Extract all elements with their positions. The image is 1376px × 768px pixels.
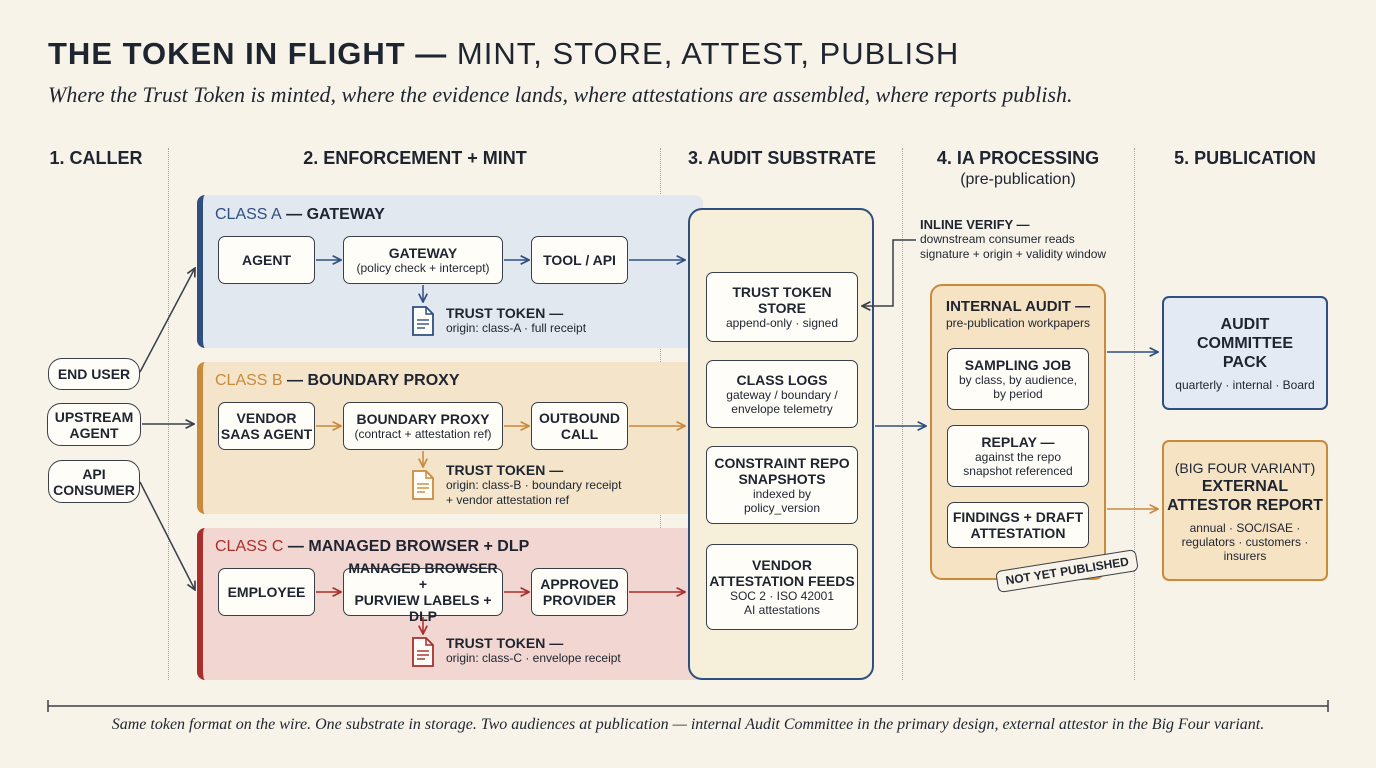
caller-upstream-agent: UPSTREAM AGENT [47, 403, 141, 446]
external-attestor-report-box: (BIG FOUR VARIANT) EXTERNAL ATTESTOR REP… [1162, 440, 1328, 581]
replay-box: REPLAY —against the repo snapshot refere… [947, 425, 1089, 487]
footer-rule [47, 700, 1329, 712]
audit-committee-pack-box: AUDIT COMMITTEE PACK quarterly · interna… [1162, 296, 1328, 410]
column-title-caller: 1. CALLER [49, 148, 143, 168]
internal-audit-subtitle: pre-publication workpapers [945, 316, 1091, 330]
class-b-label: CLASS B — BOUNDARY PROXY [215, 372, 460, 389]
document-icon [412, 637, 434, 667]
column-subtitle-ia-processing: (pre-publication) [960, 171, 1076, 188]
page-subtitle: Where the Trust Token is minted, where t… [48, 82, 1073, 107]
caller-api-consumer: API CONSUMER [48, 460, 140, 503]
page-title: THE TOKEN IN FLIGHT — MINT, STORE, ATTES… [48, 36, 960, 71]
internal-audit-title: INTERNAL AUDIT — [945, 298, 1091, 315]
class-c-approved-provider-box: APPROVED PROVIDER [531, 568, 628, 616]
column-title-ia-processing: 4. IA PROCESSING [936, 148, 1100, 168]
class-b-trust-token-label: TRUST TOKEN —origin: class-B · boundary … [446, 462, 622, 508]
class-a-gateway-box: GATEWAY(policy check + intercept) [343, 236, 503, 284]
class-c-label: CLASS C — MANAGED BROWSER + DLP [215, 538, 530, 555]
class-b-vendor-agent-box: VENDOR SAAS AGENT [218, 402, 315, 450]
caller-end-user: END USER [48, 358, 140, 390]
class-a-trust-token-label: TRUST TOKEN —origin: class-A · full rece… [446, 305, 587, 336]
column-divider [168, 148, 169, 680]
class-a-label: CLASS A — GATEWAY [215, 206, 385, 223]
column-title-publication: 5. PUBLICATION [1174, 148, 1316, 168]
class-b-outbound-call-box: OUTBOUND CALL [531, 402, 628, 450]
footer-caption: Same token format on the wire. One subst… [111, 716, 1265, 733]
class-a-agent-box: AGENT [218, 236, 315, 284]
column-divider [1134, 148, 1135, 680]
findings-draft-attestation-box: FINDINGS + DRAFT ATTESTATION [947, 502, 1089, 548]
class-b-boundary-proxy-box: BOUNDARY PROXY(contract + attestation re… [343, 402, 503, 450]
column-title-audit-substrate: 3. AUDIT SUBSTRATE [687, 148, 876, 168]
column-divider [902, 148, 903, 680]
class-c-trust-token-label: TRUST TOKEN —origin: class-C · envelope … [446, 635, 621, 666]
class-a-tool-api-box: TOOL / API [531, 236, 628, 284]
document-icon [412, 306, 434, 336]
column-title-enforcement: 2. ENFORCEMENT + MINT [303, 148, 527, 168]
inline-verify-note: INLINE VERIFY —downstream consumer reads… [920, 217, 1107, 261]
document-icon [412, 470, 434, 500]
class-c-managed-browser-box: MANAGED BROWSER + PURVIEW LABELS + DLP [343, 560, 503, 624]
class-c-employee-box: EMPLOYEE [218, 568, 315, 616]
